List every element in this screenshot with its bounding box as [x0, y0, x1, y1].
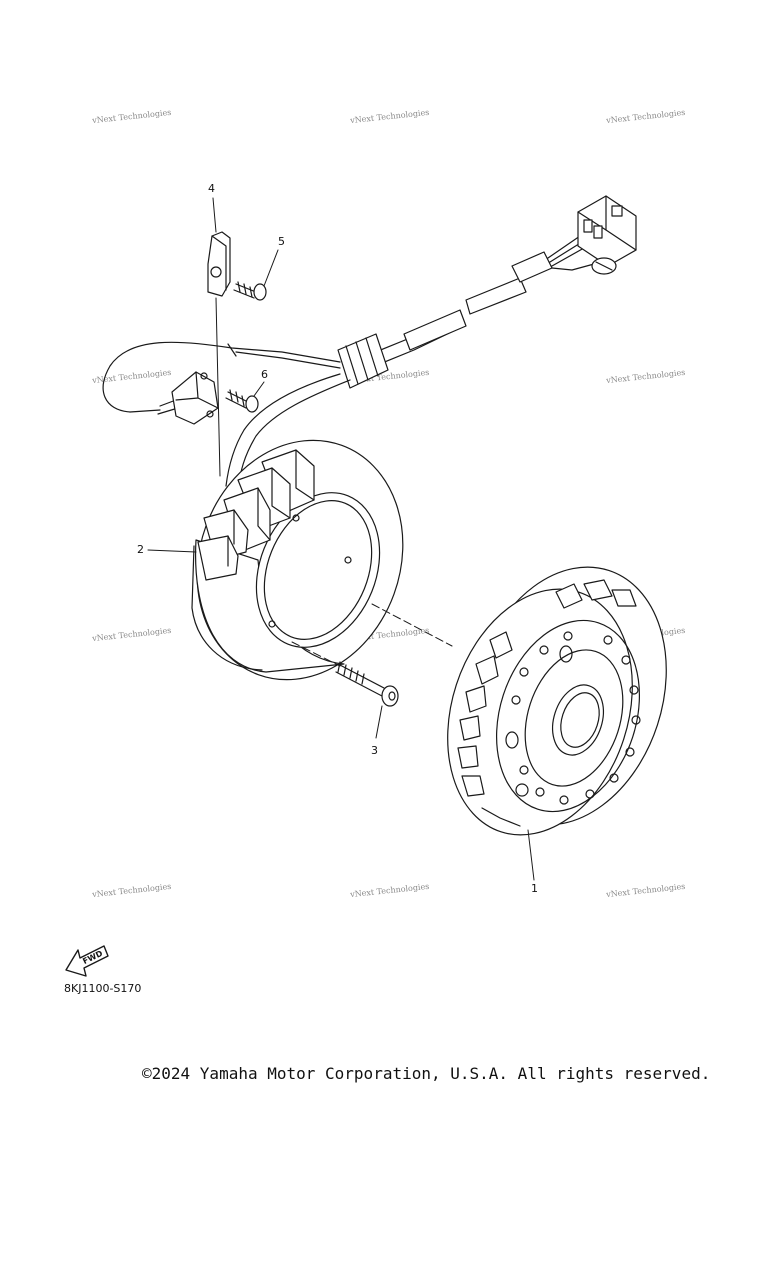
callout-4: 4 [208, 182, 215, 195]
callout-2: 2 [137, 543, 144, 556]
bolt-3 [335, 661, 399, 707]
stator [191, 439, 404, 681]
copyright-notice: ©2024 Yamaha Motor Corporation, U.S.A. A… [142, 1064, 711, 1083]
diagram-code: 8KJ1100-S170 [64, 982, 142, 995]
rotor-flywheel [447, 566, 667, 836]
wire-harness [102, 195, 637, 491]
callout-5: 5 [278, 235, 285, 248]
fwd-arrow-icon [65, 945, 109, 977]
bolt-5 [233, 281, 267, 301]
bolt-6 [225, 389, 259, 413]
connector-small [591, 257, 617, 275]
connector-main [577, 195, 637, 267]
callout-1: 1 [531, 882, 538, 895]
callout-6: 6 [261, 368, 268, 381]
wire-tie-block [337, 333, 389, 389]
pickup-coil [171, 371, 219, 425]
clamp-4 [207, 231, 231, 297]
callout-3: 3 [371, 744, 378, 757]
